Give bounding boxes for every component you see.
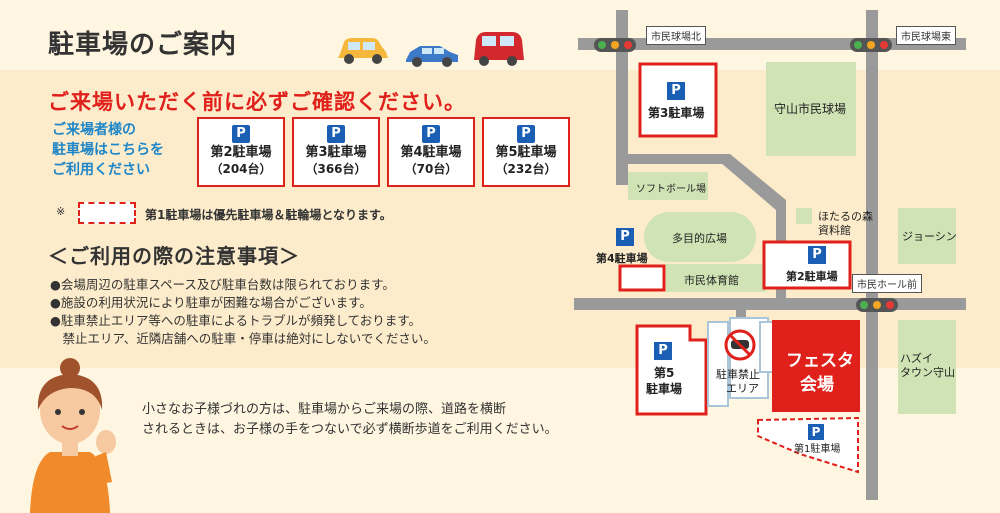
map-p3-label: 第3駐車場 [648,106,705,120]
green-areas [628,62,956,414]
parking-card-5: P 第5駐車場 （232台） [482,117,570,187]
traffic-light-icon [856,298,898,312]
parking-count: （366台） [305,162,367,176]
parking-name: 第4駐車場 [400,145,462,160]
sign-east: 市民球場東 [896,26,956,45]
parking-name: 第5駐車場 [495,145,557,160]
jusco-area [898,208,956,264]
stadium-label: 守山市民球場 [774,102,847,116]
traffic-light-icon [594,38,636,52]
softball-area [628,172,708,200]
gym-area [666,264,766,292]
caution-item: ●駐車禁止エリア等への駐車によるトラブルが頻発しております。 [50,313,422,328]
parking-icon: P [808,246,826,264]
venue-block [772,320,860,412]
map-p2-box [762,240,852,290]
caution-item: ●施設の利用状況により駐車が困難な場合がございます。 [50,295,372,310]
sign-hall: 市民ホール前 [852,274,922,293]
caution-heading: ＜ご利用の際の注意事項＞ [48,244,300,268]
gym-label: 市民体育館 [684,274,739,287]
parking-name: 第2駐車場 [210,145,272,160]
parking-icon: P [654,342,672,360]
visitor-note-line: 駐車場はこちらを [52,142,164,158]
map-parking-boxes [618,62,852,416]
page-title: 駐車場のご案内 [48,30,238,60]
map-p5-label: 駐車場 [646,382,683,396]
map-p4-box [618,264,666,292]
parking-card-3: P 第3駐車場 （366台） [292,117,380,187]
museum-label: 資料館 [818,224,851,237]
parking-icon: P [232,125,250,143]
caution-item: 禁止エリア、近隣店舗への駐車・停車は絶対にしないでください。 [50,331,436,346]
venue-label: フェスタ [786,351,854,371]
road-east [866,10,878,500]
no-parking-icon [724,329,756,361]
parking-card-4: P 第4駐車場 （70台） [387,117,475,187]
map-p4-label: 第4駐車場 [596,252,648,265]
children-note: 小さなお子様づれの方は、駐車場からご来場の際、道路を横断 されるときは、お子様の… [142,400,558,440]
museum-area [796,208,812,224]
note-mark: ※ [56,205,66,218]
visitor-note-line: ご来場者様の [52,122,136,138]
no-parking-label: 駐車禁止 [716,368,760,381]
blue-car-icon [406,46,458,67]
traffic-light-icon [850,38,892,52]
no-parking-block [707,321,729,407]
map-p3-box [638,62,718,138]
softball-label: ソフトボール場 [636,184,706,195]
parking-name: 第3駐車場 [305,145,367,160]
plaza-area [644,212,756,262]
plaza-label: 多目的広場 [672,232,727,245]
no-parking-label: エリア [726,382,759,395]
map-p1-label: 第1駐車場 [794,444,841,455]
parking-icon: P [808,424,824,440]
hazui-label: ハズイ [900,352,933,365]
museum-label: ほたるの森 [818,210,873,223]
priority-note: 第1駐車場は優先駐車場＆駐輪場となります。 [145,208,392,222]
road-west-upper [616,10,628,185]
road-mid [616,154,728,164]
sign-north: 市民球場北 [646,26,706,45]
parking-icon: P [517,125,535,143]
visitor-note-line: ご利用ください [52,162,150,178]
priority-lot-legend [78,202,136,224]
children-note-line: 小さなお子様づれの方は、駐車場からご来場の際、道路を横断 [142,402,507,417]
jusco-label: ジョーシン [902,230,957,243]
road-south [574,298,966,310]
parking-count: （232台） [495,162,557,176]
parking-icon: P [422,125,440,143]
yellow-car-icon [338,38,388,64]
parking-icon: P [327,125,345,143]
hazui-area [898,320,956,414]
visitor-note: ご来場者様の 駐車場はこちらを ご利用ください [52,120,192,180]
parking-count: （204台） [210,162,272,176]
caution-list: ●会場周辺の駐車スペース及び駐車台数は限られております。 ●施設の利用状況により… [50,276,436,348]
hazui-label: タウン守山 [900,366,955,379]
parking-count: （70台） [404,162,458,176]
parking-card-2: P 第2駐車場 （204台） [197,117,285,187]
warning-text: ご来場いただく前に必ずご確認ください。 [48,90,466,114]
guide-woman-illustration [30,358,116,513]
venue-label: 会場 [800,375,834,395]
stadium-area [766,62,856,156]
parking-icon: P [616,228,634,246]
children-note-line: されるときは、お子様の手をつないで必ず横断歩道をご利用ください。 [142,422,558,437]
map-p2-label: 第2駐車場 [786,270,838,283]
red-car-icon [474,32,524,66]
parking-icon: P [667,82,685,100]
road-diagonal [720,154,786,210]
caution-item: ●会場周辺の駐車スペース及び駐車台数は限られております。 [50,277,395,292]
map-p1-box [757,416,859,474]
map-p5-label: 第5 [654,366,675,380]
